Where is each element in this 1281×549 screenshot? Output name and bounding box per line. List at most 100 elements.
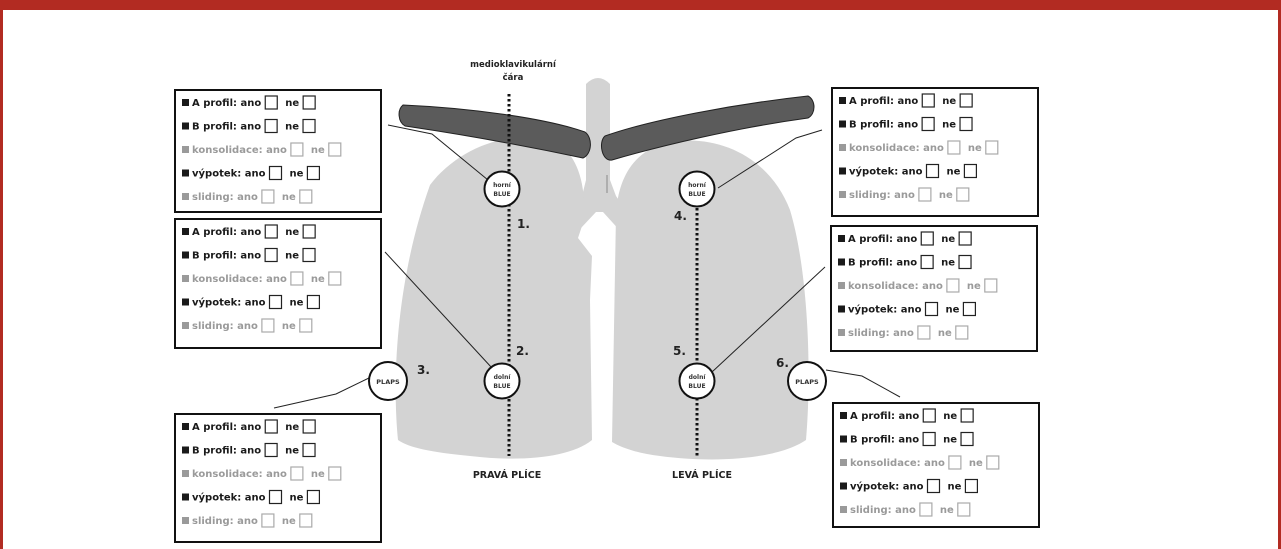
yes-checkbox[interactable]: [265, 444, 277, 457]
left-lung-label: LEVÁ PLÍCE: [672, 469, 732, 481]
yes-checkbox[interactable]: [948, 141, 960, 154]
form-row-label: sliding: ano: [192, 192, 258, 203]
point-6-number: 6.: [776, 356, 789, 370]
yes-checkbox[interactable]: [270, 296, 282, 309]
point-2-circle[interactable]: [485, 364, 520, 399]
yes-checkbox[interactable]: [923, 433, 935, 446]
no-checkbox[interactable]: [960, 118, 972, 131]
point-5-label-line1: dolní: [689, 374, 707, 381]
form-row-label: výpotek: ano: [192, 168, 266, 180]
no-checkbox[interactable]: [307, 491, 319, 504]
yes-checkbox[interactable]: [270, 491, 282, 504]
no-checkbox[interactable]: [303, 420, 315, 433]
point-5-circle[interactable]: [680, 364, 715, 399]
yes-checkbox[interactable]: [922, 94, 934, 107]
yes-checkbox[interactable]: [291, 467, 303, 480]
no-checkbox[interactable]: [303, 444, 315, 457]
form-row-no-label: ne: [967, 281, 981, 292]
yes-checkbox[interactable]: [265, 120, 277, 133]
yes-checkbox[interactable]: [921, 256, 933, 269]
yes-checkbox[interactable]: [923, 409, 935, 422]
yes-checkbox[interactable]: [926, 303, 938, 316]
no-checkbox[interactable]: [300, 190, 312, 203]
no-checkbox[interactable]: [329, 467, 341, 480]
form-row-label: sliding: ano: [192, 321, 258, 332]
right-lung-label: PRAVÁ PLÍCE: [473, 469, 541, 481]
point-5-label-line2: BLUE: [688, 383, 705, 390]
no-checkbox[interactable]: [300, 514, 312, 527]
no-checkbox[interactable]: [300, 319, 312, 332]
yes-checkbox[interactable]: [262, 514, 274, 527]
form-row-label: konsolidace: ano: [192, 469, 287, 480]
yes-checkbox[interactable]: [265, 249, 277, 262]
point-6-label: PLAPS: [795, 378, 819, 386]
form-row-bullet: [182, 322, 189, 329]
form-row-bullet: [840, 436, 847, 443]
form-row-no-label: ne: [968, 143, 982, 154]
yes-checkbox[interactable]: [291, 143, 303, 156]
form-row-bullet: [182, 170, 189, 177]
form-row-label: A profil: ano: [849, 96, 918, 107]
no-checkbox[interactable]: [303, 249, 315, 262]
form-box-5: A profil: anoneB profil: anonekonsolidac…: [831, 226, 1037, 351]
no-checkbox[interactable]: [307, 167, 319, 180]
form-row-label: výpotek: ano: [192, 492, 266, 504]
form-box-2: A profil: anoneB profil: anonekonsolidac…: [175, 219, 381, 348]
no-checkbox[interactable]: [329, 272, 341, 285]
no-checkbox[interactable]: [985, 279, 997, 292]
form-row-no-label: ne: [285, 446, 299, 457]
no-checkbox[interactable]: [959, 232, 971, 245]
yes-checkbox[interactable]: [918, 326, 930, 339]
form-row-bullet: [182, 123, 189, 130]
no-checkbox[interactable]: [956, 326, 968, 339]
no-checkbox[interactable]: [303, 120, 315, 133]
form-box-4: A profil: anoneB profil: anonekonsolidac…: [832, 88, 1038, 216]
form-row-bullet: [839, 121, 846, 128]
yes-checkbox[interactable]: [949, 456, 961, 469]
form-row-bullet: [182, 252, 189, 259]
yes-checkbox[interactable]: [265, 96, 277, 109]
yes-checkbox[interactable]: [270, 167, 282, 180]
no-checkbox[interactable]: [329, 143, 341, 156]
no-checkbox[interactable]: [961, 433, 973, 446]
yes-checkbox[interactable]: [927, 165, 939, 178]
form-row-no-label: ne: [282, 321, 296, 332]
yes-checkbox[interactable]: [947, 279, 959, 292]
no-checkbox[interactable]: [986, 141, 998, 154]
yes-checkbox[interactable]: [922, 118, 934, 131]
yes-checkbox[interactable]: [920, 503, 932, 516]
form-row-label: B profil: ano: [192, 251, 261, 262]
no-checkbox[interactable]: [957, 188, 969, 201]
no-checkbox[interactable]: [959, 256, 971, 269]
form-row-no-label: ne: [942, 96, 956, 107]
yes-checkbox[interactable]: [928, 480, 940, 493]
yes-checkbox[interactable]: [919, 188, 931, 201]
form-row-bullet: [838, 259, 845, 266]
form-row-no-label: ne: [285, 227, 299, 238]
no-checkbox[interactable]: [964, 165, 976, 178]
yes-checkbox[interactable]: [262, 190, 274, 203]
no-checkbox[interactable]: [303, 225, 315, 238]
point-3-label: PLAPS: [376, 378, 400, 386]
no-checkbox[interactable]: [303, 96, 315, 109]
point-4-circle[interactable]: [680, 172, 715, 207]
yes-checkbox[interactable]: [262, 319, 274, 332]
no-checkbox[interactable]: [958, 503, 970, 516]
yes-checkbox[interactable]: [921, 232, 933, 245]
point-3-number: 3.: [417, 363, 430, 377]
point-4-number: 4.: [674, 209, 687, 223]
no-checkbox[interactable]: [307, 296, 319, 309]
connector-6: [826, 370, 900, 397]
no-checkbox[interactable]: [963, 303, 975, 316]
form-row-label: A profil: ano: [848, 234, 917, 245]
form-row-no-label: ne: [943, 411, 957, 422]
no-checkbox[interactable]: [961, 409, 973, 422]
no-checkbox[interactable]: [960, 94, 972, 107]
yes-checkbox[interactable]: [265, 420, 277, 433]
form-row-bullet: [839, 144, 846, 151]
yes-checkbox[interactable]: [265, 225, 277, 238]
no-checkbox[interactable]: [965, 480, 977, 493]
yes-checkbox[interactable]: [291, 272, 303, 285]
point-1-circle[interactable]: [485, 172, 520, 207]
no-checkbox[interactable]: [987, 456, 999, 469]
